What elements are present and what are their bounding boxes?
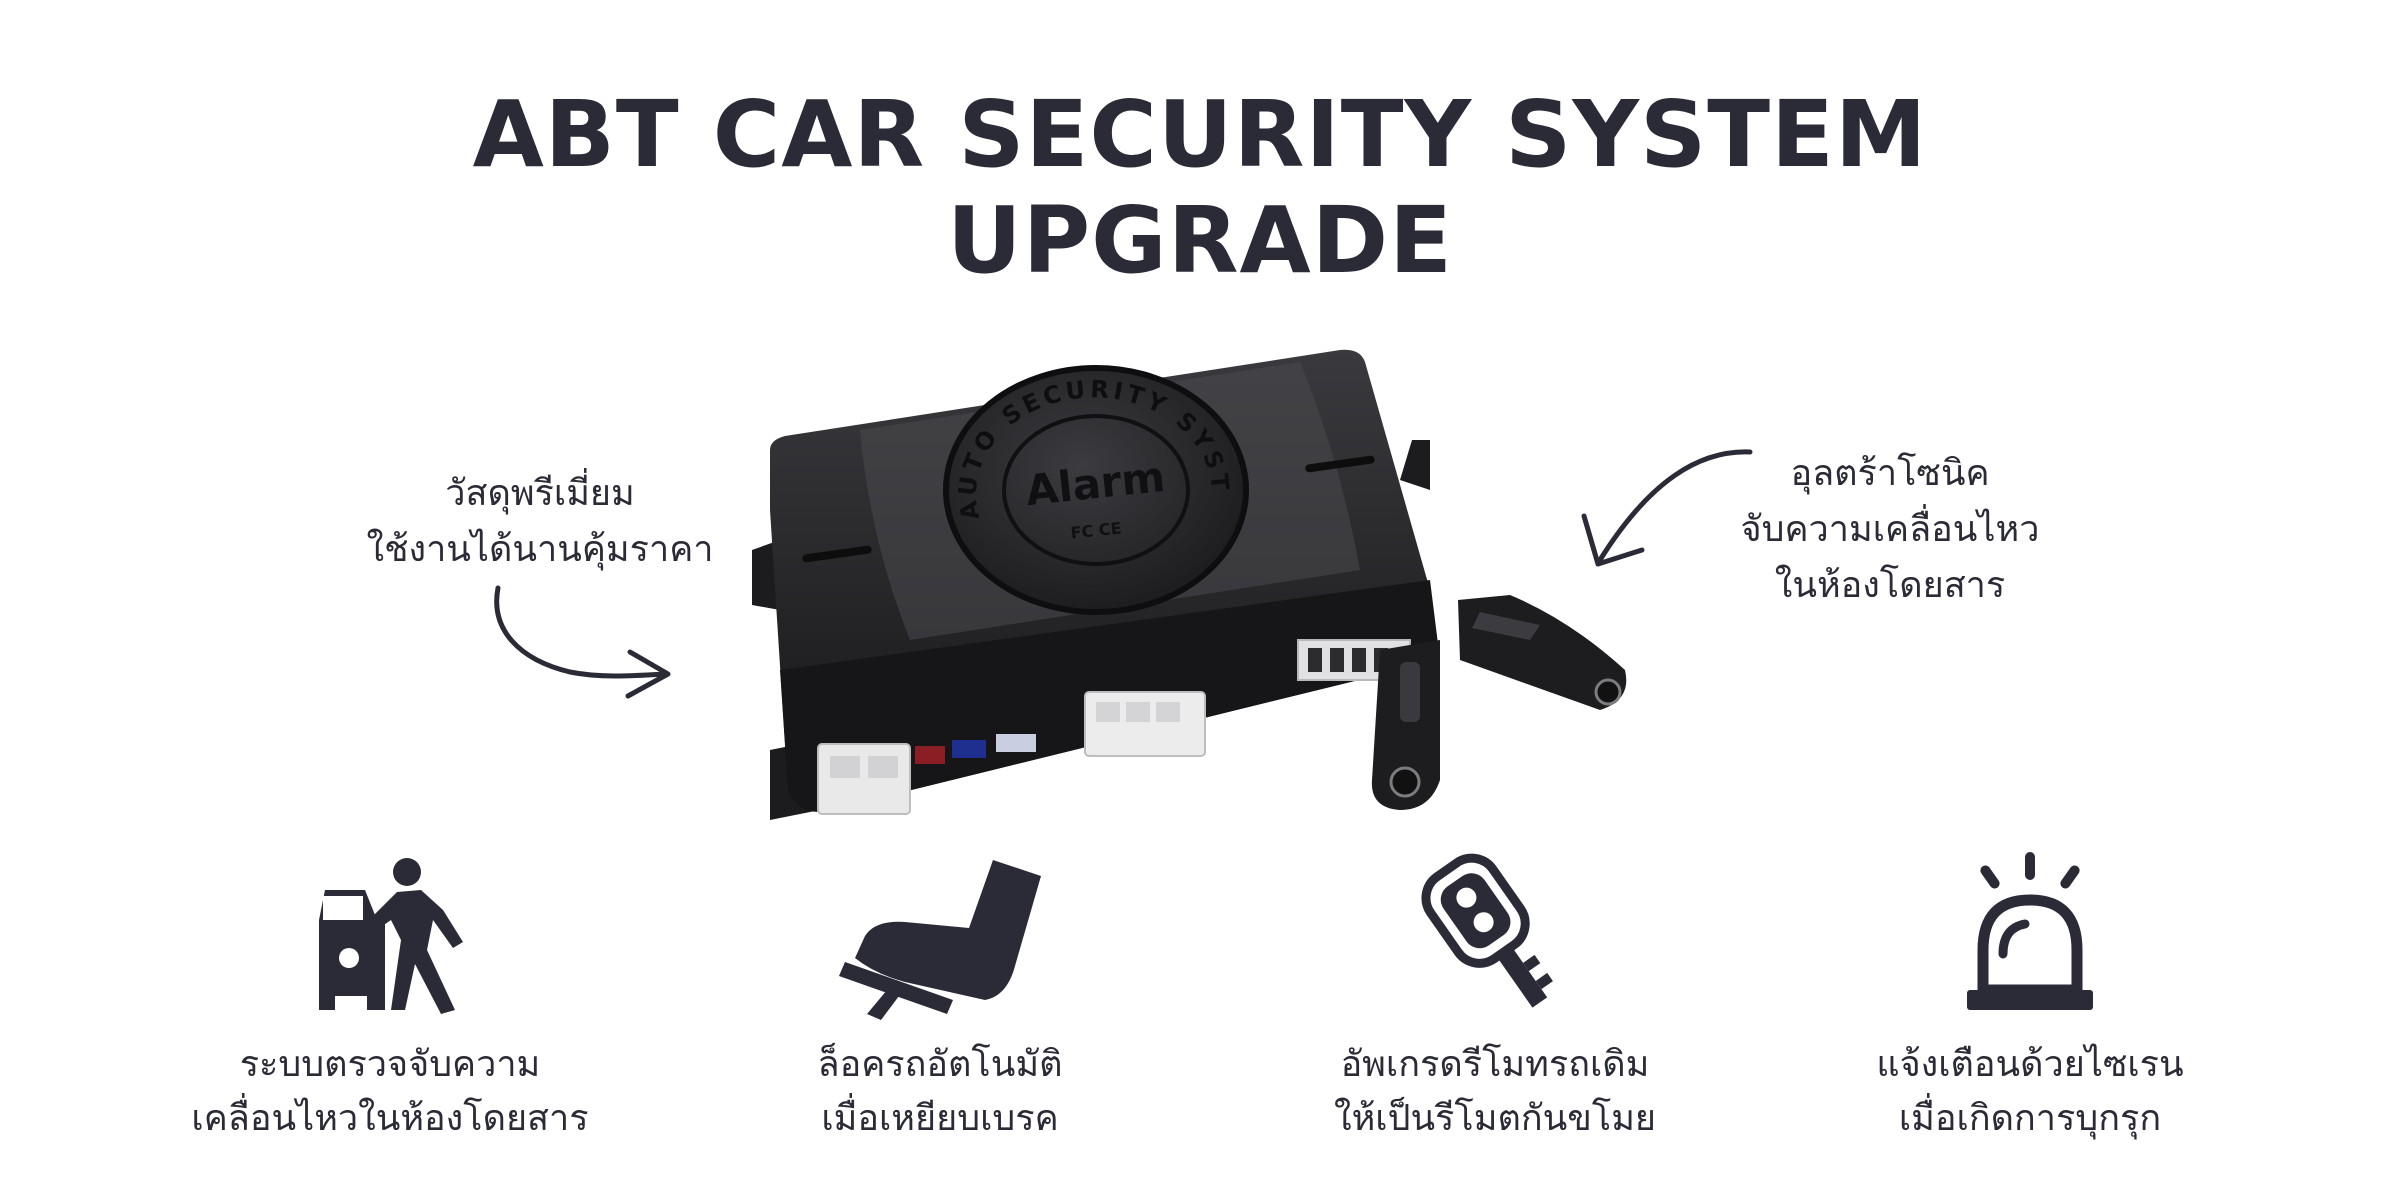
feature-auto-lock-label: ล็อครถอัตโนมัติ เมื่อเหยียบเบรค bbox=[660, 1038, 1220, 1146]
siren-icon bbox=[1967, 852, 2093, 1010]
feature-siren-alert: แจ้งเตือนด้วยไซเรน เมื่อเกิดการบุกรุก bbox=[1750, 850, 2310, 1146]
title-line-1: ABT CAR SECURITY SYSTEM bbox=[472, 81, 1928, 188]
feature-4-line-2: เมื่อเกิดการบุกรุก bbox=[1898, 1098, 2162, 1139]
brake-pedal-icon bbox=[839, 860, 1041, 1020]
callout-left: วัสดุพรีเมี่ยม ใช้งานได้นานคุ้มราคา bbox=[330, 466, 750, 578]
title-line-2: UPGRADE bbox=[947, 187, 1453, 294]
feature-motion-detection: ระบบตรวจจับความ เคลื่อนไหวในห้องโดยสาร bbox=[110, 850, 670, 1146]
connector-left bbox=[817, 743, 911, 815]
feature-remote-upgrade: อัพเกรดรีโมทรถเดิม ให้เป็นรีโมตกันขโมย bbox=[1215, 850, 1775, 1146]
feature-2-line-1: ล็อครถอัตโนมัติ bbox=[817, 1044, 1063, 1085]
feature-3-line-2: ให้เป็นรีโมตกันขโมย bbox=[1333, 1098, 1657, 1139]
feature-3-line-1: อัพเกรดรีโมทรถเดิม bbox=[1340, 1044, 1650, 1085]
feature-4-line-1: แจ้งเตือนด้วยไซเรน bbox=[1876, 1044, 2184, 1085]
arrow-right-icon bbox=[1581, 449, 1753, 567]
car-alarm-control-box: Alarm FC CE AUTO SECURITY SYSTEM bbox=[740, 340, 1627, 820]
callout-right-line-3: ในห้องโดยสาร bbox=[1774, 565, 2006, 606]
car-key-remote-icon bbox=[1421, 853, 1553, 1008]
key-fob-1 bbox=[1371, 640, 1440, 810]
feature-remote-upgrade-label: อัพเกรดรีโมทรถเดิม ให้เป็นรีโมตกันขโมย bbox=[1215, 1038, 1775, 1146]
feature-siren-alert-label: แจ้งเตือนด้วยไซเรน เมื่อเกิดการบุกรุก bbox=[1750, 1038, 2310, 1146]
feature-auto-lock: ล็อครถอัตโนมัติ เมื่อเหยียบเบรค bbox=[660, 850, 1220, 1146]
callout-right-line-1: อุลตร้าโซนิค bbox=[1790, 453, 1990, 494]
key-fob-2 bbox=[1458, 595, 1627, 710]
feature-motion-detection-label: ระบบตรวจจับความ เคลื่อนไหวในห้องโดยสาร bbox=[110, 1038, 670, 1146]
feature-1-line-2: เคลื่อนไหวในห้องโดยสาร bbox=[191, 1098, 589, 1139]
callout-left-line-1: วัสดุพรีเมี่ยม bbox=[445, 473, 635, 514]
feature-2-line-2: เมื่อเหยียบเบรค bbox=[821, 1098, 1059, 1139]
car-intrusion-icon bbox=[319, 858, 463, 1014]
callout-right-line-2: จับความเคลื่อนไหว bbox=[1740, 509, 2040, 550]
callout-left-line-2: ใช้งานได้นานคุ้มราคา bbox=[366, 529, 714, 570]
connector-center bbox=[1084, 691, 1206, 757]
callout-right: อุลตร้าโซนิค จับความเคลื่อนไหว ในห้องโดย… bbox=[1700, 446, 2080, 614]
feature-1-line-1: ระบบตรวจจับความ bbox=[239, 1044, 541, 1085]
arrow-left-icon bbox=[494, 585, 671, 699]
page-title: ABT CAR SECURITY SYSTEM UPGRADE bbox=[0, 82, 2400, 294]
